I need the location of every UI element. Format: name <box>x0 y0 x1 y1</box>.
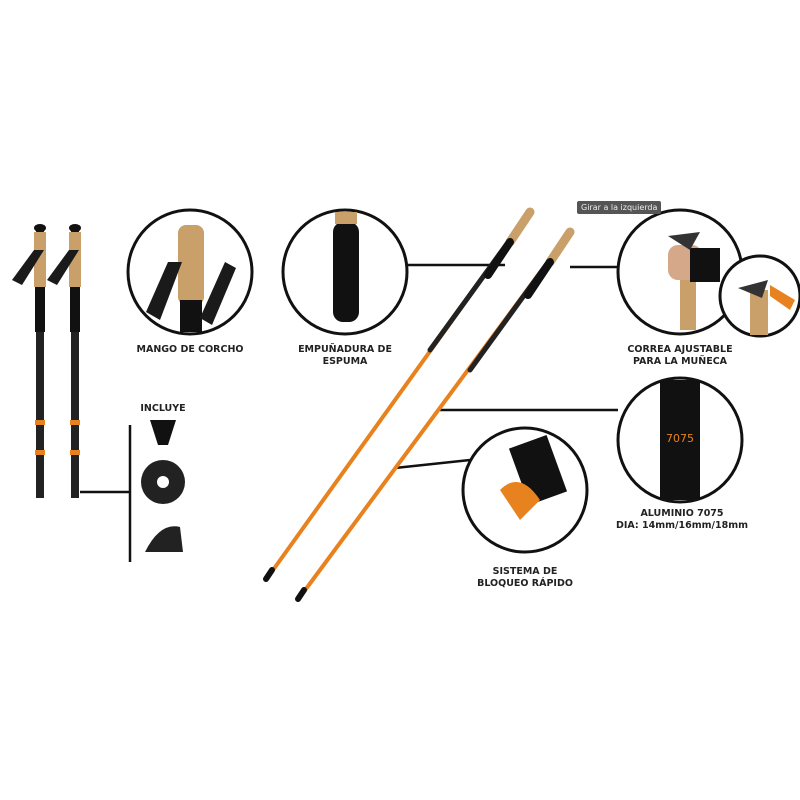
label-lock-2: BLOQUEO RÁPIDO <box>477 578 573 589</box>
label-aluminium-1: ALUMINIO 7075 <box>640 508 724 519</box>
label-lock-1: SISTEMA DE <box>492 566 558 577</box>
label-foam-grip-1: EMPUÑADURA DE <box>298 344 392 355</box>
label-cork-handle: MANGO DE CORCHO <box>136 344 244 355</box>
circle-contents: 7075 <box>141 212 795 552</box>
left-poles <box>12 224 81 498</box>
label-strap-1: CORREA AJUSTABLE <box>627 344 733 355</box>
main-poles <box>263 207 575 602</box>
label-foam-grip-2: ESPUMA <box>322 356 368 367</box>
label-strap-2: PARA LA MUÑECA <box>632 356 728 367</box>
svg-text:7075: 7075 <box>666 432 694 445</box>
label-includes: INCLUYE <box>140 403 186 414</box>
label-aluminium-2: DIA: 14mm/16mm/18mm <box>615 520 749 531</box>
connector-lines <box>80 263 618 562</box>
tooltip: Girar a la izquierda <box>577 201 662 214</box>
